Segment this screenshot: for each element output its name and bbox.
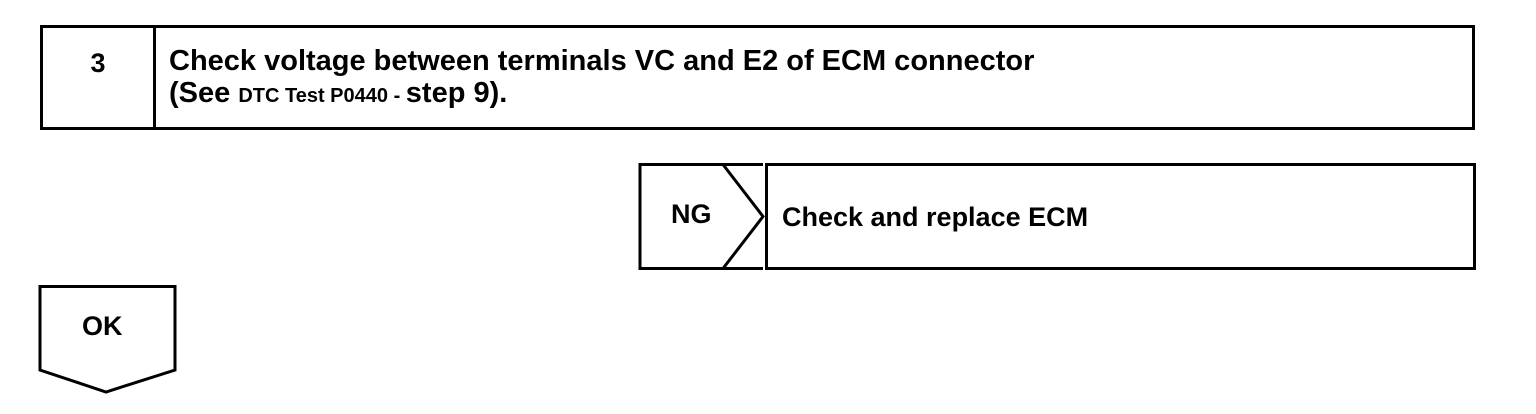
step-reference-suffix: step 9). [405,77,508,109]
step-number: 3 [43,28,156,127]
step-box: 3 Check voltage between terminals VC and… [40,25,1475,130]
ng-action-text: Check and replace ECM [782,202,1089,232]
ng-label: NG [671,199,712,229]
step-instruction: Check voltage between terminals VC and E… [169,45,1034,112]
ng-arrow-tag [638,163,765,270]
step-instruction-line1: Check voltage between terminals VC and E… [169,45,1035,77]
ok-arrow-tag [38,285,177,394]
ng-action-box: Check and replace ECM [765,163,1476,270]
dtc-reference: DTC Test P0440 - [238,85,406,107]
ok-label: OK [82,311,123,341]
step-see-prefix: (See [169,77,239,109]
step-instruction-line2: (See DTC Test P0440 - step 9). [169,77,1034,112]
